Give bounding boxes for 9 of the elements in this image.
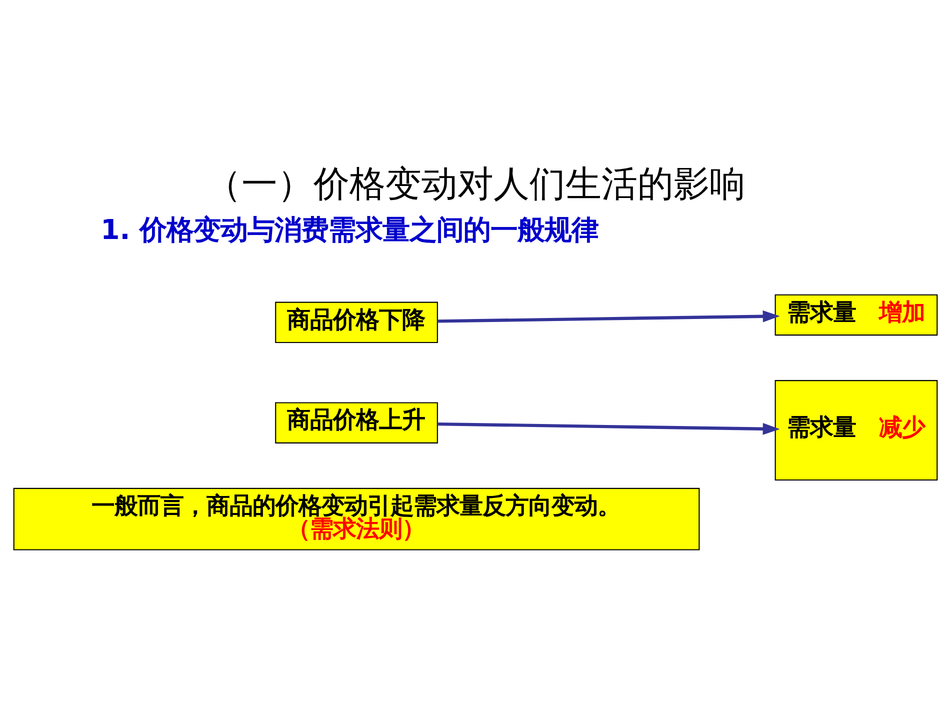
diagram-title: （一）价格变动对人们生活的影响 <box>205 164 745 206</box>
arrow <box>437 422 780 435</box>
label: 1. 价格变动与消费需求量之间的一般规律 <box>100 214 598 246</box>
node-box: 商品价格上升 <box>274 402 438 444</box>
node-box: 需求量 增加 <box>774 294 938 336</box>
arrow <box>437 310 780 323</box>
node-box: 一般而言，商品的价格变动引起需求量反方向变动。 （需求法则） <box>12 488 700 550</box>
node-box: 需求量 减少 <box>774 380 938 480</box>
node-box: 商品价格下降 <box>274 302 438 344</box>
